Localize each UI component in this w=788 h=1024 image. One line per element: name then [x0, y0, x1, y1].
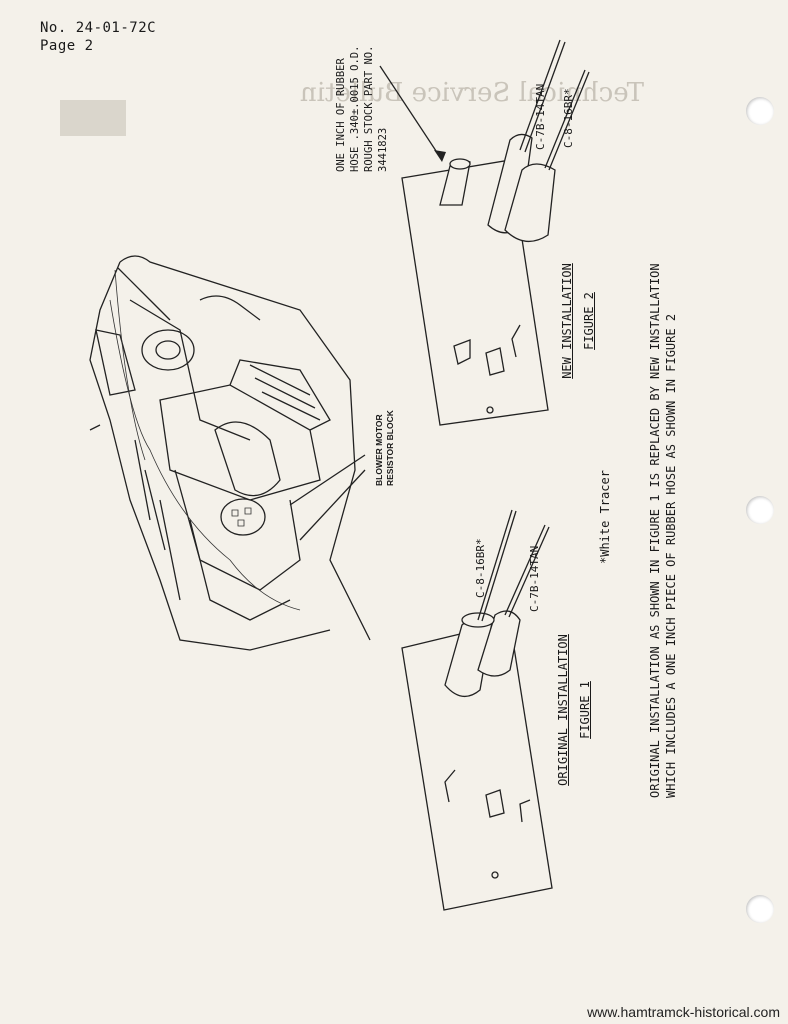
- rubber-hose-callout: ONE INCH OF RUBBER HOSE .340±.0015 O.D. …: [335, 45, 389, 172]
- figure-2-title: NEW INSTALLATION: [560, 263, 574, 379]
- main-caption-line-1: ORIGINAL INSTALLATION AS SHOWN IN FIGURE…: [648, 263, 662, 798]
- punch-hole-middle: [746, 496, 774, 524]
- page-number: Page 2: [40, 38, 94, 54]
- dashboard-assembly: [89, 255, 371, 651]
- figure-1-panel: [401, 509, 553, 911]
- punch-hole-bottom: [746, 895, 774, 923]
- white-tracer-note: *White Tracer: [598, 470, 612, 564]
- wire-label-fig2-tan: C-7B-14TAN: [534, 83, 547, 150]
- figure-2-panel: [379, 39, 590, 426]
- punch-hole-top: [746, 97, 774, 125]
- site-watermark: www.hamtramck-historical.com: [587, 1004, 780, 1020]
- figure-1-title: ORIGINAL INSTALLATION: [556, 634, 570, 786]
- figure-2-label: FIGURE 2: [582, 292, 596, 350]
- main-caption: ORIGINAL INSTALLATION AS SHOWN IN FIGURE…: [647, 263, 679, 798]
- main-caption-line-2: WHICH INCLUDES A ONE INCH PIECE OF RUBBE…: [664, 313, 678, 798]
- blower-motor-callout: BLOWER MOTOR RESISTOR BLOCK: [374, 410, 395, 486]
- wire-label-fig1-tan: C-7B-14TAN: [528, 545, 541, 612]
- figure-2-caption: NEW INSTALLATION FIGURE 2: [556, 246, 600, 396]
- bleed-through-logo: [60, 100, 126, 136]
- figure-1-label: FIGURE 1: [578, 681, 592, 739]
- wire-label-fig2-br: C-8-16BR*: [562, 88, 575, 148]
- figure-1-caption: ORIGINAL INSTALLATION FIGURE 1: [552, 620, 596, 800]
- doc-number: No. 24-01-72C: [40, 20, 157, 36]
- wire-label-fig1-br: C-8-16BR*: [474, 538, 487, 598]
